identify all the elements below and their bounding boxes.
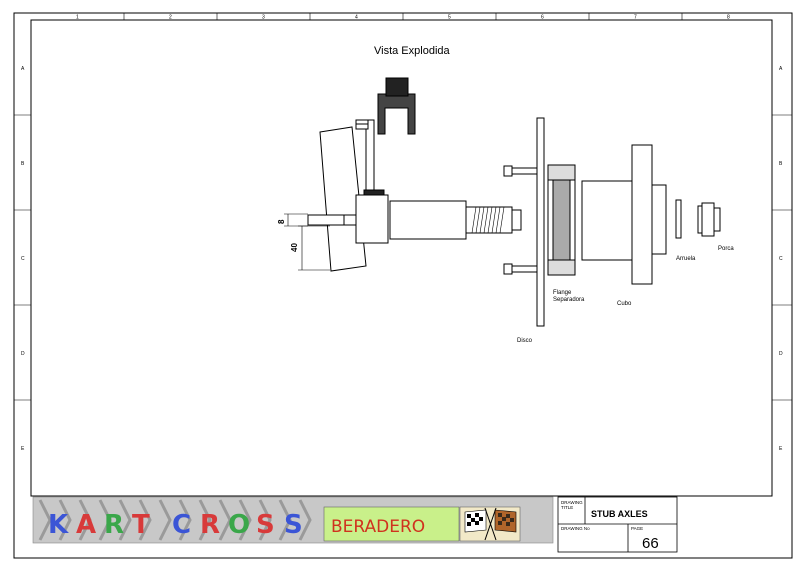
cross-letter: S <box>256 510 275 540</box>
zone-label: D <box>21 351 25 357</box>
page-label: PAGE <box>631 526 643 531</box>
zone-label: E <box>779 446 783 452</box>
dimension-40-label: 40 <box>290 243 299 252</box>
cross-letter: S <box>284 510 303 540</box>
label-flange: Flange <box>553 290 572 296</box>
drawing-number-label: DRAWING No <box>561 526 590 531</box>
hub-body <box>581 180 633 261</box>
zone-label: D <box>779 351 783 357</box>
zone-label: 8 <box>727 15 730 21</box>
beradero-text: BERADERO <box>331 517 425 537</box>
zone-label: 3 <box>262 15 265 21</box>
flange-spacer-bottom <box>547 259 576 276</box>
label-cubo: Cubo <box>617 301 632 307</box>
tread-pattern <box>38 499 312 541</box>
label-separadora: Separadora <box>553 297 585 303</box>
zone-label: 1 <box>76 15 79 21</box>
drawing-title: STUB AXLES <box>591 509 648 519</box>
drawing-title-label: TITLE <box>561 505 573 510</box>
cross-letter: O <box>228 510 250 540</box>
kart-letter: T <box>132 510 150 540</box>
bolt-shank-bottom <box>511 265 539 273</box>
zone-label: A <box>779 66 783 72</box>
bolt-shank-top <box>511 167 539 175</box>
view-title: Vista Explodida <box>374 45 451 57</box>
bolt-head-bottom <box>503 263 513 275</box>
drawing-title-label: DRAWING <box>561 500 583 505</box>
axle-pin <box>307 214 357 226</box>
title-block <box>557 496 678 553</box>
label-porca: Porca <box>718 246 734 252</box>
kart-letter: R <box>104 510 124 540</box>
zone-label: B <box>779 161 783 167</box>
label-arruela: Arruela <box>676 256 696 262</box>
exploded-view <box>284 77 721 327</box>
zone-label: C <box>779 256 783 262</box>
nut-body <box>701 202 715 237</box>
zone-label: 5 <box>448 15 451 21</box>
zone-label: E <box>21 446 25 452</box>
thread-lines <box>471 206 505 234</box>
title-block-frame <box>557 496 678 553</box>
zone-label: 7 <box>634 15 637 21</box>
cross-letter: C <box>172 510 191 540</box>
axle-tip <box>511 209 522 231</box>
label-disco: Disco <box>517 338 533 344</box>
threaded-end <box>465 206 513 234</box>
top-zone-ticks <box>123 13 683 20</box>
side-zone-labels: A B C D E A B C D E <box>21 66 783 452</box>
zone-label: A <box>21 66 25 72</box>
zone-label: 2 <box>169 15 172 21</box>
top-zone-labels: 1 2 3 4 5 6 7 8 <box>76 15 730 21</box>
beradero-badge <box>323 506 460 542</box>
flange-spacer-core <box>552 179 571 261</box>
axle-shaft <box>389 200 467 240</box>
kart-letter: A <box>76 510 96 540</box>
side-zone-ticks <box>14 114 792 401</box>
hub-collar <box>651 184 667 255</box>
bolt-head-top <box>503 165 513 177</box>
hub-flange <box>631 144 653 285</box>
zone-label: 4 <box>355 15 358 21</box>
hub-block <box>355 194 389 244</box>
washer <box>675 199 682 239</box>
dimension-8-label: 8 <box>277 219 286 224</box>
kart-letter: K <box>48 510 69 540</box>
zone-label: 6 <box>541 15 544 21</box>
inner-frame <box>30 19 773 497</box>
flange-spacer-top <box>547 164 576 181</box>
upper-bracket <box>377 93 416 135</box>
cross-letter: R <box>200 510 220 540</box>
kart-cross-text: K A R T C R O S S <box>48 510 303 540</box>
checkered-flags-icon <box>459 506 521 542</box>
zone-label: B <box>21 161 25 167</box>
nut-face <box>713 207 721 232</box>
logo-strip: K A R T C R O S S BERADERO <box>32 496 554 544</box>
bracket-cap <box>385 77 409 97</box>
zone-label: C <box>21 256 25 262</box>
kingpin-rod <box>365 119 375 196</box>
brake-disc <box>536 117 545 327</box>
page-number: 66 <box>642 535 659 552</box>
